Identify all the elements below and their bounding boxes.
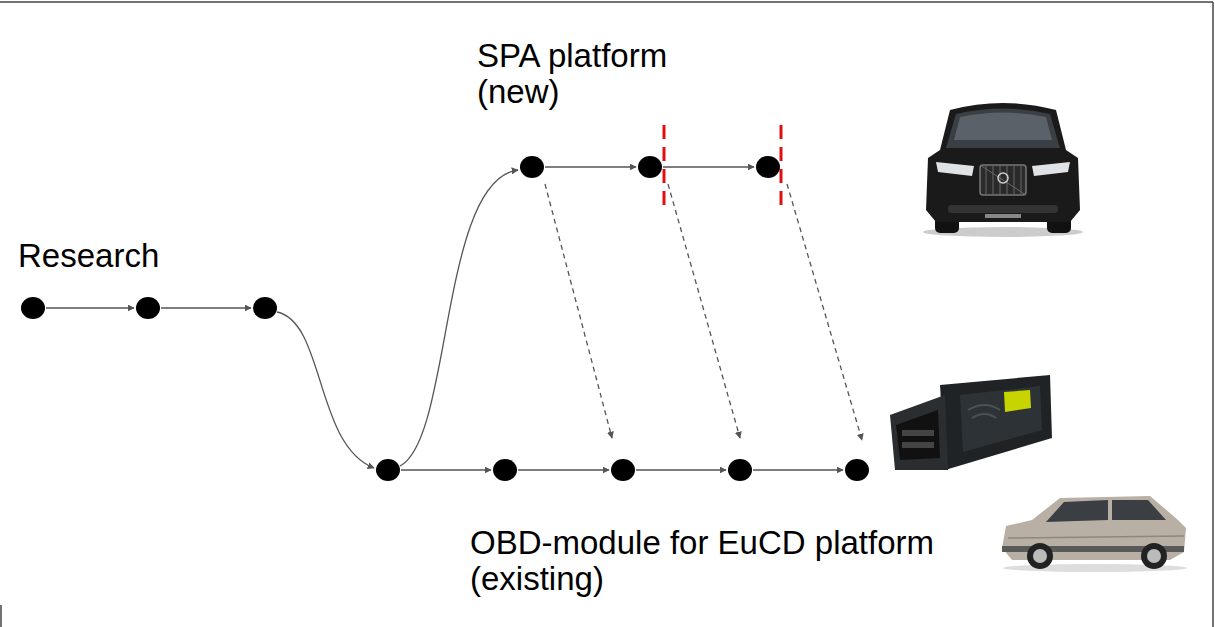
suv-front-illustration bbox=[923, 103, 1083, 237]
wagon-side-illustration bbox=[1002, 496, 1187, 572]
flow-arrows bbox=[46, 167, 843, 470]
milestone-dots bbox=[21, 156, 869, 481]
transfer-arrows bbox=[545, 184, 862, 440]
platform-label: OBD-module for EuCD platform (existing) bbox=[470, 525, 970, 597]
phase-label: Research bbox=[18, 238, 218, 274]
release-gates bbox=[664, 125, 781, 207]
platform-label: SPA platform (new) bbox=[477, 38, 707, 110]
obd-dongle-illustration bbox=[890, 375, 1052, 470]
